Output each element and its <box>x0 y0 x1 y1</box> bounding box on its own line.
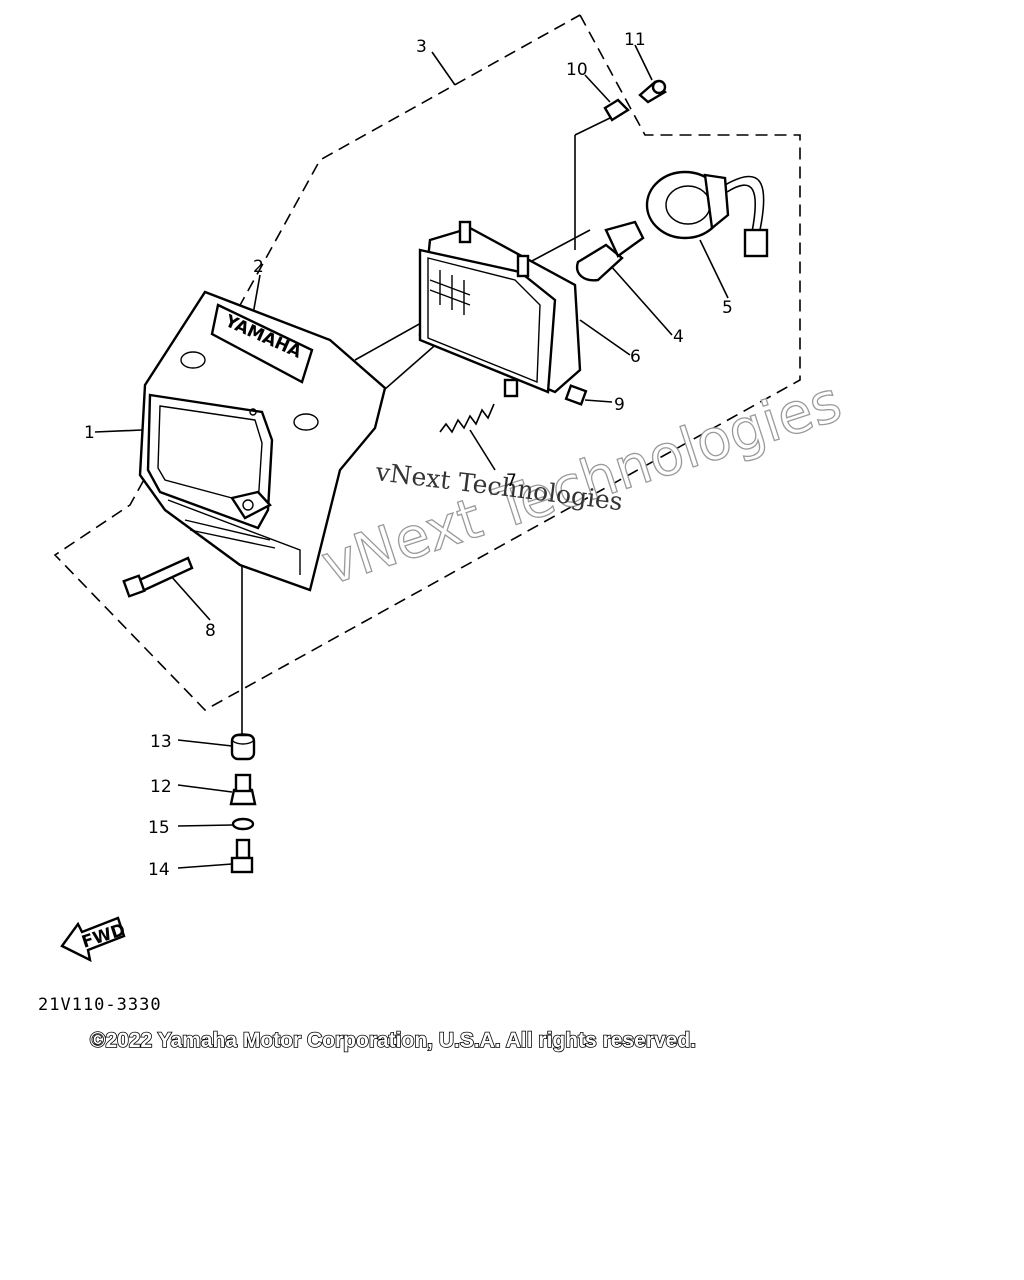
headlight-housing <box>138 290 387 592</box>
callout-15: 15 <box>148 818 170 838</box>
headlight-unit <box>418 220 582 398</box>
callout-2: 2 <box>253 257 264 277</box>
callout-5: 5 <box>722 298 733 318</box>
fwd-label: FWD <box>79 920 127 953</box>
callout-14: 14 <box>148 860 170 880</box>
callout-6: 6 <box>630 347 641 367</box>
callout-4: 4 <box>673 327 684 347</box>
callout-3: 3 <box>416 37 427 57</box>
adjusting-nut <box>564 384 588 406</box>
mounting-stack <box>229 733 257 874</box>
callout-13: 13 <box>150 732 172 752</box>
forward-arrow: FWD <box>60 916 128 963</box>
callout-10: 10 <box>566 60 588 80</box>
copyright-notice: ©2022 Yamaha Motor Corporation, U.S.A. A… <box>90 1029 696 1052</box>
mounting-bolt <box>122 556 194 598</box>
diagram-code: 21V110-3330 <box>38 995 162 1015</box>
callout-7: 7 <box>506 471 517 491</box>
callout-11: 11 <box>624 30 646 50</box>
bulb-socket <box>645 170 769 258</box>
callout-1: 1 <box>84 423 95 443</box>
callout-8: 8 <box>205 621 216 641</box>
clip-and-screw <box>603 79 667 122</box>
adjusting-spring <box>439 403 495 434</box>
assembly-boundary <box>53 14 801 711</box>
callout-12: 12 <box>150 777 172 797</box>
headlight-bulb <box>575 220 645 282</box>
callout-9: 9 <box>614 395 625 415</box>
